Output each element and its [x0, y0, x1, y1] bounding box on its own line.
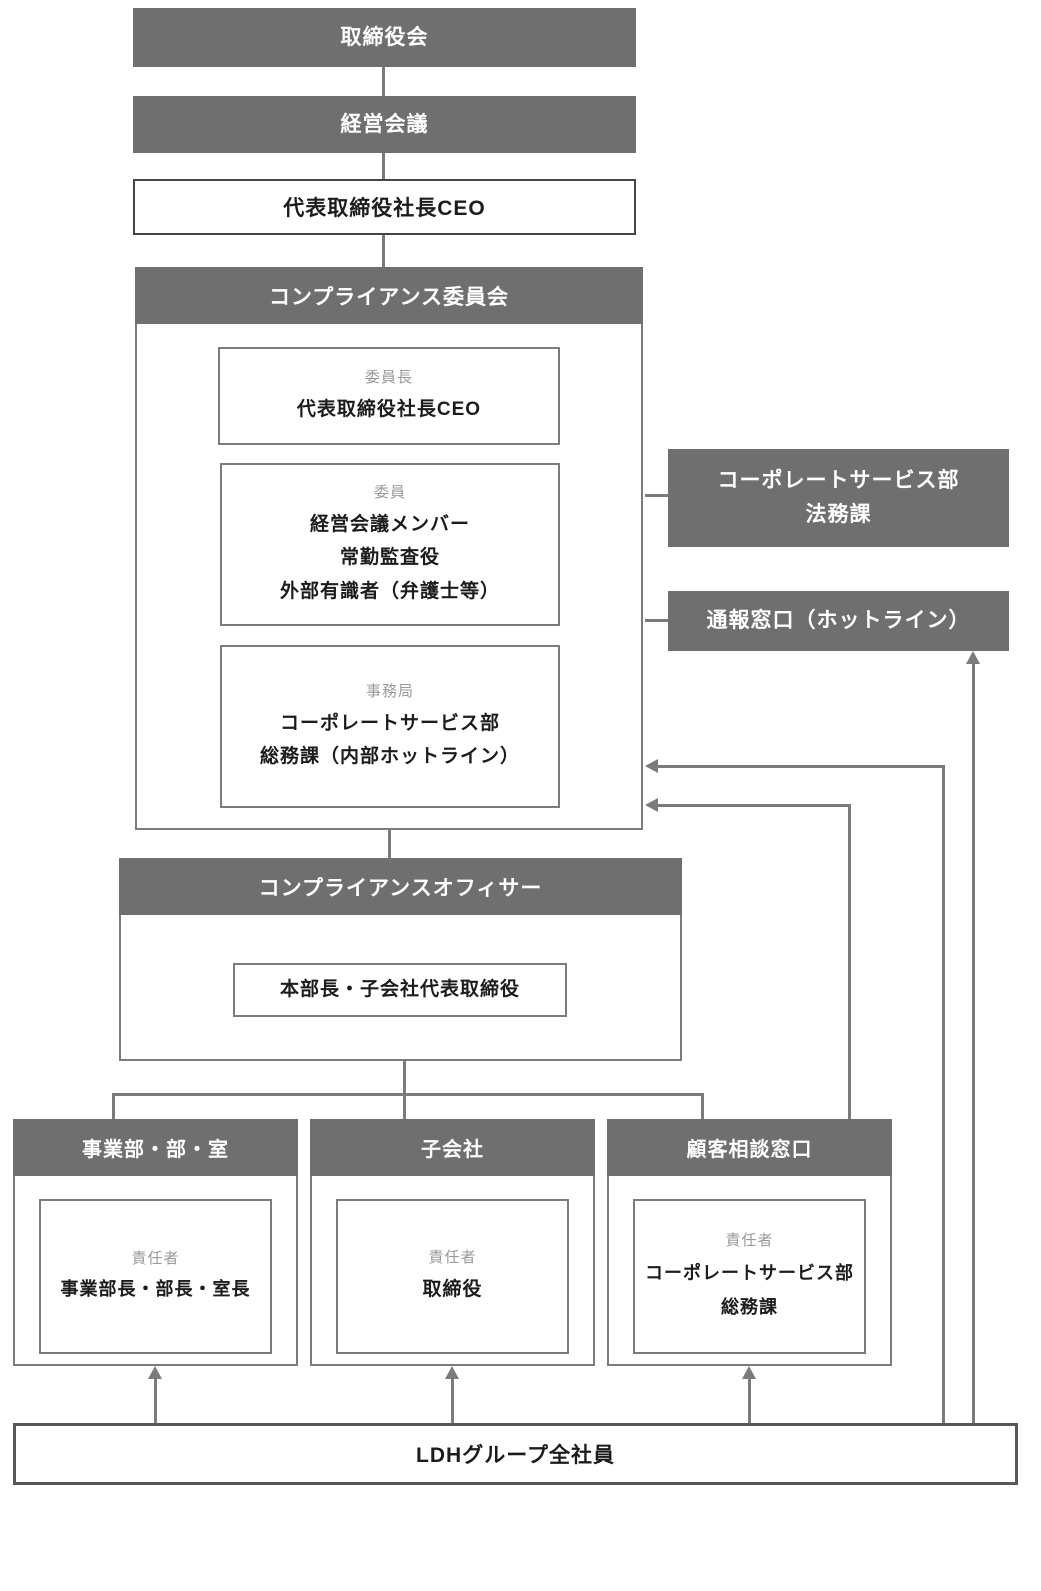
customer-desk-panel: 顧客相談窓口 責任者 コーポレートサービス部 総務課	[607, 1119, 892, 1366]
business-division-inner-box: 責任者 事業部長・部長・室長	[39, 1199, 272, 1354]
legal-section-line1: コーポレートサービス部	[717, 469, 960, 493]
committee-secretariat-box: 事務局 コーポレートサービス部 総務課（内部ホットライン）	[220, 645, 560, 808]
committee-members-line2: 常勤監査役	[339, 547, 440, 569]
connector-ceo-to-committee	[382, 235, 385, 267]
arrow-shaft-employees-to-committee-horizontal	[656, 765, 945, 768]
committee-members-values: 経営会議メンバー 常勤監査役 外部有識者（弁護士等）	[280, 508, 500, 608]
connector-committee-to-officer	[388, 830, 391, 858]
officer-inner-value: 本部長・子会社代表取締役	[279, 979, 520, 1001]
business-division-title: 事業部・部・室	[82, 1139, 229, 1161]
subsidiary-label: 責任者	[428, 1249, 477, 1267]
board-of-directors-label: 取締役会	[340, 25, 429, 49]
management-meeting-box: 経営会議	[133, 96, 636, 153]
arrow-shaft-employees-to-subsidiary	[451, 1378, 454, 1423]
committee-secretariat-values: コーポレートサービス部 総務課（内部ホットライン）	[260, 707, 520, 774]
customer-desk-line2: 総務課	[721, 1297, 778, 1317]
committee-chair-label: 委員長	[364, 368, 413, 386]
arrow-head-employees-to-customer-desk	[742, 1366, 756, 1379]
customer-desk-header: 顧客相談窓口	[607, 1119, 892, 1176]
subsidiary-value: 取締役	[422, 1279, 483, 1301]
customer-desk-label: 責任者	[725, 1231, 774, 1249]
hotline-label: 通報窓口（ホットライン）	[706, 609, 971, 633]
arrow-head-employees-to-hotline	[966, 651, 980, 664]
committee-secretariat-line2: 総務課（内部ホットライン）	[259, 746, 520, 767]
business-division-panel: 事業部・部・室 責任者 事業部長・部長・室長	[13, 1119, 298, 1366]
connector-distribution-line	[112, 1093, 704, 1096]
committee-chair-value: 代表取締役社長CEO	[296, 398, 482, 420]
connector-board-to-management	[382, 67, 385, 96]
arrow-head-employees-to-division	[148, 1366, 162, 1379]
compliance-committee-header: コンプライアンス委員会	[135, 267, 643, 324]
connector-committee-to-legal	[645, 494, 668, 497]
connector-management-to-ceo	[382, 153, 385, 179]
committee-members-line3: 外部有識者（弁護士等）	[279, 580, 500, 602]
hotline-box: 通報窓口（ホットライン）	[668, 591, 1009, 651]
compliance-committee-panel: コンプライアンス委員会 委員長 代表取締役社長CEO 委員 経営会議メンバー 常…	[135, 267, 643, 830]
customer-desk-values: コーポレートサービス部 総務課	[645, 1256, 854, 1324]
compliance-officer-header: コンプライアンスオフィサー	[119, 858, 682, 915]
business-division-label: 責任者	[131, 1250, 180, 1268]
connector-drop-subsidiary	[403, 1093, 406, 1119]
arrow-shaft-customer-desk-to-committee-vertical	[848, 805, 851, 1119]
management-meeting-label: 経営会議	[340, 112, 429, 136]
committee-secretariat-line1: コーポレートサービス部	[279, 712, 500, 734]
arrow-head-employees-to-subsidiary	[445, 1366, 459, 1379]
connector-drop-customer-desk	[701, 1093, 704, 1119]
customer-desk-inner-box: 責任者 コーポレートサービス部 総務課	[633, 1199, 866, 1354]
arrow-head-customer-desk-to-committee	[645, 798, 658, 812]
legal-section-box: コーポレートサービス部 法務課	[668, 449, 1009, 547]
compliance-officer-title: コンプライアンスオフィサー	[258, 876, 543, 900]
subsidiary-header: 子会社	[310, 1119, 595, 1176]
committee-members-label: 委員	[373, 484, 406, 502]
customer-desk-title: 顧客相談窓口	[686, 1139, 813, 1161]
committee-secretariat-label: 事務局	[365, 682, 414, 700]
business-division-header: 事業部・部・室	[13, 1119, 298, 1176]
connector-committee-to-hotline	[645, 619, 668, 622]
customer-desk-line1: コーポレートサービス部	[645, 1262, 854, 1283]
arrow-shaft-employees-to-customer-desk	[748, 1378, 751, 1423]
legal-section-line2: 法務課	[805, 503, 872, 526]
subsidiary-inner-box: 責任者 取締役	[336, 1199, 569, 1354]
subsidiary-panel: 子会社 責任者 取締役	[310, 1119, 595, 1366]
committee-chair-box: 委員長 代表取締役社長CEO	[218, 347, 560, 445]
connector-officer-feeder	[403, 1061, 406, 1093]
connector-drop-division	[112, 1093, 115, 1119]
business-division-value: 事業部長・部長・室長	[60, 1279, 251, 1300]
arrow-shaft-employees-to-committee-vertical	[942, 766, 945, 1423]
committee-members-box: 委員 経営会議メンバー 常勤監査役 外部有識者（弁護士等）	[220, 463, 560, 626]
subsidiary-title: 子会社	[421, 1139, 484, 1161]
arrow-shaft-employees-to-division	[154, 1378, 157, 1423]
arrow-shaft-customer-desk-to-committee-horizontal	[656, 804, 851, 807]
employees-label: LDHグループ全社員	[416, 1444, 615, 1467]
compliance-officer-panel: コンプライアンスオフィサー 本部長・子会社代表取締役	[119, 858, 682, 1061]
ceo-box: 代表取締役社長CEO	[133, 179, 636, 235]
arrow-shaft-employees-to-hotline	[972, 660, 975, 1423]
officer-inner-box: 本部長・子会社代表取締役	[233, 963, 567, 1017]
employees-box: LDHグループ全社員	[13, 1423, 1018, 1485]
ceo-label: 代表取締役社長CEO	[283, 197, 486, 220]
compliance-committee-title: コンプライアンス委員会	[268, 285, 510, 309]
arrow-head-employees-to-committee	[645, 759, 658, 773]
board-of-directors-box: 取締役会	[133, 8, 636, 67]
committee-members-line1: 経営会議メンバー	[309, 514, 470, 536]
